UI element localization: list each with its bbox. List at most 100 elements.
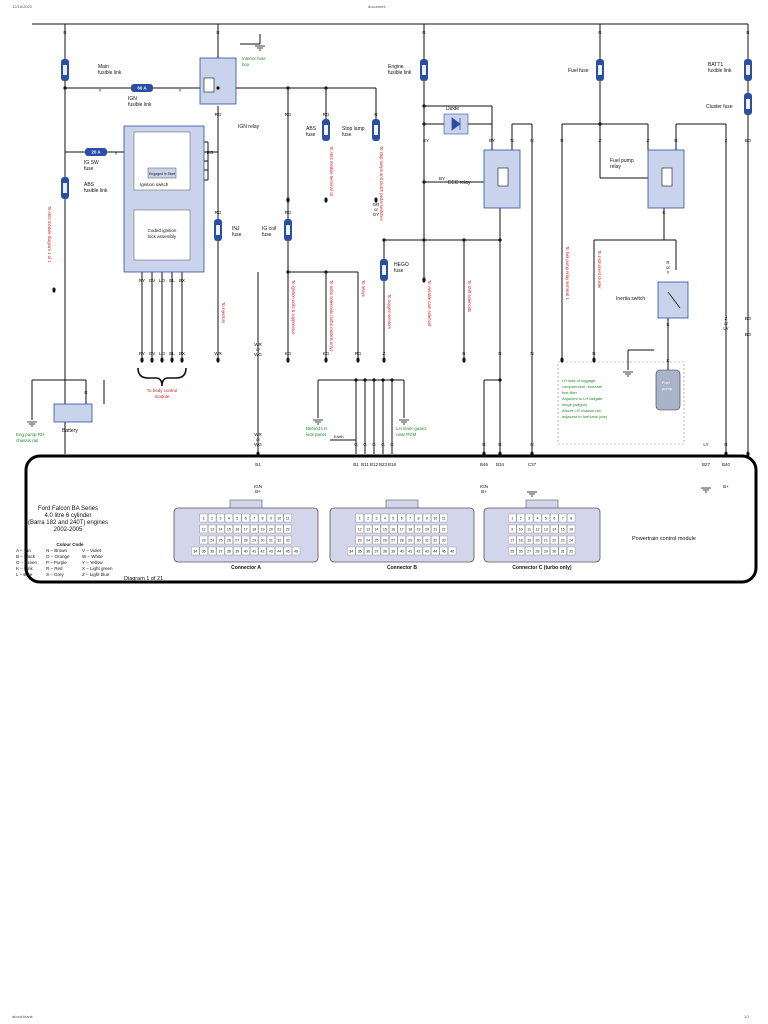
connector-a-pin-cell <box>275 546 284 556</box>
connector-c-pin-22: 22 <box>552 539 556 543</box>
pcm-pin-a1: B1 <box>255 462 261 467</box>
wire-n-low: N <box>530 351 533 356</box>
connector-c-pin-6: 6 <box>553 517 555 521</box>
abs-fuse-element <box>324 125 328 135</box>
connector-b-pin-cell <box>389 513 398 523</box>
connector-a-pin-13: 13 <box>210 528 214 532</box>
ig-sw-fuse-body <box>85 148 107 156</box>
connector-c-pin-cell <box>533 513 542 523</box>
wire-by-2: BY <box>489 138 495 143</box>
connector-b-pin-cell <box>389 546 398 556</box>
junction-dot-16 <box>363 378 367 382</box>
connector-b-pin-cell <box>422 524 432 534</box>
fuel-fuse-element <box>598 65 602 75</box>
ig-coil-fuse-label: fuse <box>262 232 272 238</box>
wire-bo: BO <box>745 138 752 143</box>
connector-a-pin-cell <box>241 546 250 556</box>
wire-terminal-12 <box>592 357 596 363</box>
wire-ry-bot: RY <box>139 351 145 356</box>
colour-code-col3: X – Light green <box>82 566 113 571</box>
connector-b-pin-cell <box>397 513 406 523</box>
wire-r-or-y: or <box>666 265 671 270</box>
ig-sw-fuse: 20 A <box>85 148 107 156</box>
connector-c-pin-12: 12 <box>536 528 540 532</box>
colour-code-col2: P – Purple <box>46 560 67 565</box>
connector-c-pin-31: 31 <box>561 550 565 554</box>
connector-b-pin-cell <box>422 513 432 523</box>
wire-r-batt: R <box>84 390 88 395</box>
junction-dot-4 <box>422 104 426 108</box>
connector-a-pin-cell <box>216 546 225 556</box>
wire-terminal-0 <box>52 287 56 293</box>
engine-fusible-link-element <box>422 65 426 75</box>
connector-c-pin-cell <box>525 513 534 523</box>
wire-ly-b27: LY <box>703 442 708 447</box>
connector-b-pin-14: 14 <box>375 528 379 532</box>
connector-a-pin-cell <box>292 546 301 556</box>
connector-c-pin-19: 19 <box>527 539 531 543</box>
wire-bx-top: BX <box>179 278 185 283</box>
connector-c-pin-9: 9 <box>511 528 513 532</box>
ig-coil-fuse: 15 A <box>284 219 292 241</box>
connector-b-pin-cell <box>414 524 423 534</box>
title-block-line: (Barra 182 and 240T) engines <box>28 520 108 526</box>
abs-fuse-rating: 10 A <box>324 126 329 134</box>
wire-gr-gy: GR <box>373 202 381 207</box>
colour-code-col1: K – Pink <box>16 566 34 571</box>
note-fuel-pump-relay: To fuel pump relay terminal 1 <box>565 246 570 300</box>
wire-wr-wg: WG <box>254 352 262 357</box>
connector-b-pin-cell <box>431 524 440 534</box>
connector-a-pin-28: 28 <box>244 539 248 543</box>
junction-dot-5 <box>422 122 426 126</box>
connector-a-pin-cell <box>224 513 234 523</box>
wire-terminal-15 <box>160 357 164 363</box>
abs-fusible-link <box>61 177 69 199</box>
connector-b-pin-cell <box>439 546 448 556</box>
colour-code-col1: L – Blue <box>16 572 33 577</box>
ig-coil-fuse-rating: 15 A <box>286 226 291 234</box>
pcm-pin-b-2: B12 <box>370 462 379 467</box>
wire-terminal-5 <box>356 357 360 363</box>
connector-c-pin-cell <box>567 546 576 556</box>
connector-b-pin-8: 8 <box>418 517 420 521</box>
fuel-pump-label: pump <box>662 386 673 391</box>
connector-b-pin-9: 9 <box>426 517 428 521</box>
page-footer-source: about:blank <box>12 1014 33 1019</box>
wire-n-2: N <box>530 138 533 143</box>
connector-c-pin-29: 29 <box>544 550 548 554</box>
note-stop-lamps: To stop lamps and clutch pedal switches <box>379 146 384 221</box>
wire-wr-wg-pcm: WG <box>254 442 262 447</box>
pcm-pin-b-0: B1 <box>353 462 359 467</box>
connector-b-pin-19: 19 <box>417 528 421 532</box>
hego-fuse-rating: 15 A <box>382 266 387 274</box>
wire-r-low: R <box>462 351 466 356</box>
wire-terminal-3 <box>286 357 290 363</box>
connector-b-pin-cell <box>380 524 390 534</box>
colour-code-col3: V – Violet <box>82 548 102 553</box>
junction-dot-0 <box>63 86 67 90</box>
wire-y-3: Y <box>114 151 117 156</box>
connector-b-pin-cell <box>380 535 390 545</box>
connector-b-pin-cell <box>414 513 423 523</box>
wire-rg-inj: RG <box>215 210 222 215</box>
connector-a-pin-20: 20 <box>269 528 273 532</box>
wire-r-engine: R <box>422 30 426 35</box>
connector-b-pin-cell <box>439 535 448 545</box>
title-block-line: Ford Falcon BA Series <box>38 506 98 512</box>
wire-bx-bot: BX <box>179 351 185 356</box>
fuel-pump <box>655 369 681 411</box>
connector-a-pin-15: 15 <box>227 528 231 532</box>
connector-b-pin-43: 43 <box>425 550 429 554</box>
connector-a-pin-18: 18 <box>252 528 256 532</box>
connector-c-pin-32: 32 <box>569 550 573 554</box>
inj-fuse: 15 A <box>214 219 222 241</box>
wire-rg-3: RG <box>323 112 330 117</box>
wire-lo-top: LO <box>159 278 166 283</box>
connector-c-pin-cell <box>541 513 551 523</box>
connector-b-pin-cell <box>372 524 381 534</box>
connector-b-pin-cell <box>380 513 390 523</box>
connector-a-pin-25: 25 <box>219 539 223 543</box>
connector-b-pin-cell <box>355 524 364 534</box>
engaged-in-start-box <box>147 167 177 179</box>
